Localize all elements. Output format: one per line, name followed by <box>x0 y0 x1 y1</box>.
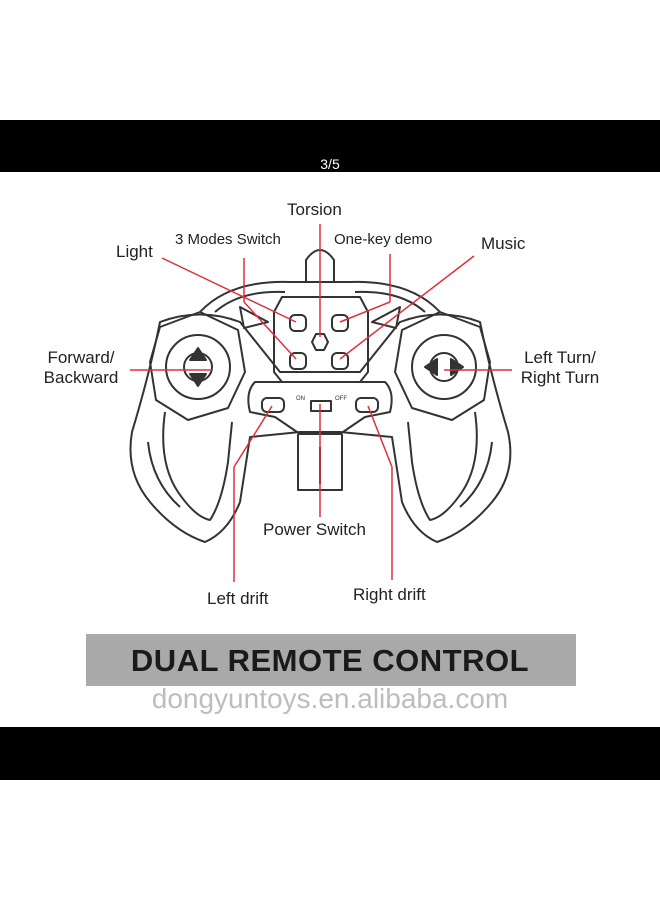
left-joystick-ring <box>165 334 231 400</box>
on-label: ON <box>296 396 305 402</box>
light-button <box>289 314 307 332</box>
right-drift-button <box>355 397 379 413</box>
viewer-top-bar <box>0 120 660 172</box>
label-backward: Backward <box>43 368 119 387</box>
up-arrow-icon <box>189 347 207 361</box>
left-joystick-housing <box>149 311 246 421</box>
label-left-turn: Left Turn/ <box>524 348 596 367</box>
label-right-turn: Right Turn <box>520 368 600 387</box>
remote-controller-diagram: ON OFF <box>129 224 512 582</box>
off-label: OFF <box>335 396 347 402</box>
label-power-switch: Power Switch <box>263 520 366 539</box>
title-banner <box>86 634 576 686</box>
label-left-right-turn: Left Turn/ Right Turn <box>512 348 608 388</box>
banner-title: DUAL REMOTE CONTROL <box>130 643 530 678</box>
viewer-bottom-bar <box>0 727 660 780</box>
label-forward-backward: Forward/ Backward <box>36 348 126 388</box>
button-panel <box>273 296 369 383</box>
label-left-drift: Left drift <box>207 589 269 608</box>
demo-button <box>331 314 349 332</box>
left-arrow-icon <box>424 358 438 376</box>
product-image: ON OFF Torsion 3 Modes Switch One-key de… <box>0 172 660 727</box>
image-counter: 3/5 <box>320 156 340 172</box>
switch-plate <box>247 381 393 435</box>
label-torsion: Torsion <box>287 200 342 219</box>
label-one-key-demo: One-key demo <box>334 231 433 248</box>
label-modes-switch: 3 Modes Switch <box>175 231 281 248</box>
left-drift-button <box>261 397 285 413</box>
torsion-button <box>311 333 329 351</box>
left-shoulder-button <box>239 306 269 329</box>
callout-lines <box>130 224 512 582</box>
watermark-url: dongyuntoys.en.alibaba.com <box>151 683 509 714</box>
power-switch-toggle <box>310 400 332 412</box>
music-button <box>331 352 349 370</box>
right-joystick-housing <box>394 311 491 421</box>
label-light: Light <box>116 242 153 261</box>
right-joystick-ring <box>411 334 477 400</box>
right-arrow-icon <box>450 358 464 376</box>
label-right-drift: Right drift <box>353 585 426 604</box>
label-music: Music <box>481 234 526 253</box>
label-forward: Forward/ <box>47 348 115 367</box>
down-arrow-icon <box>189 373 207 387</box>
modes-button <box>289 352 307 370</box>
right-shoulder-button <box>371 306 401 329</box>
